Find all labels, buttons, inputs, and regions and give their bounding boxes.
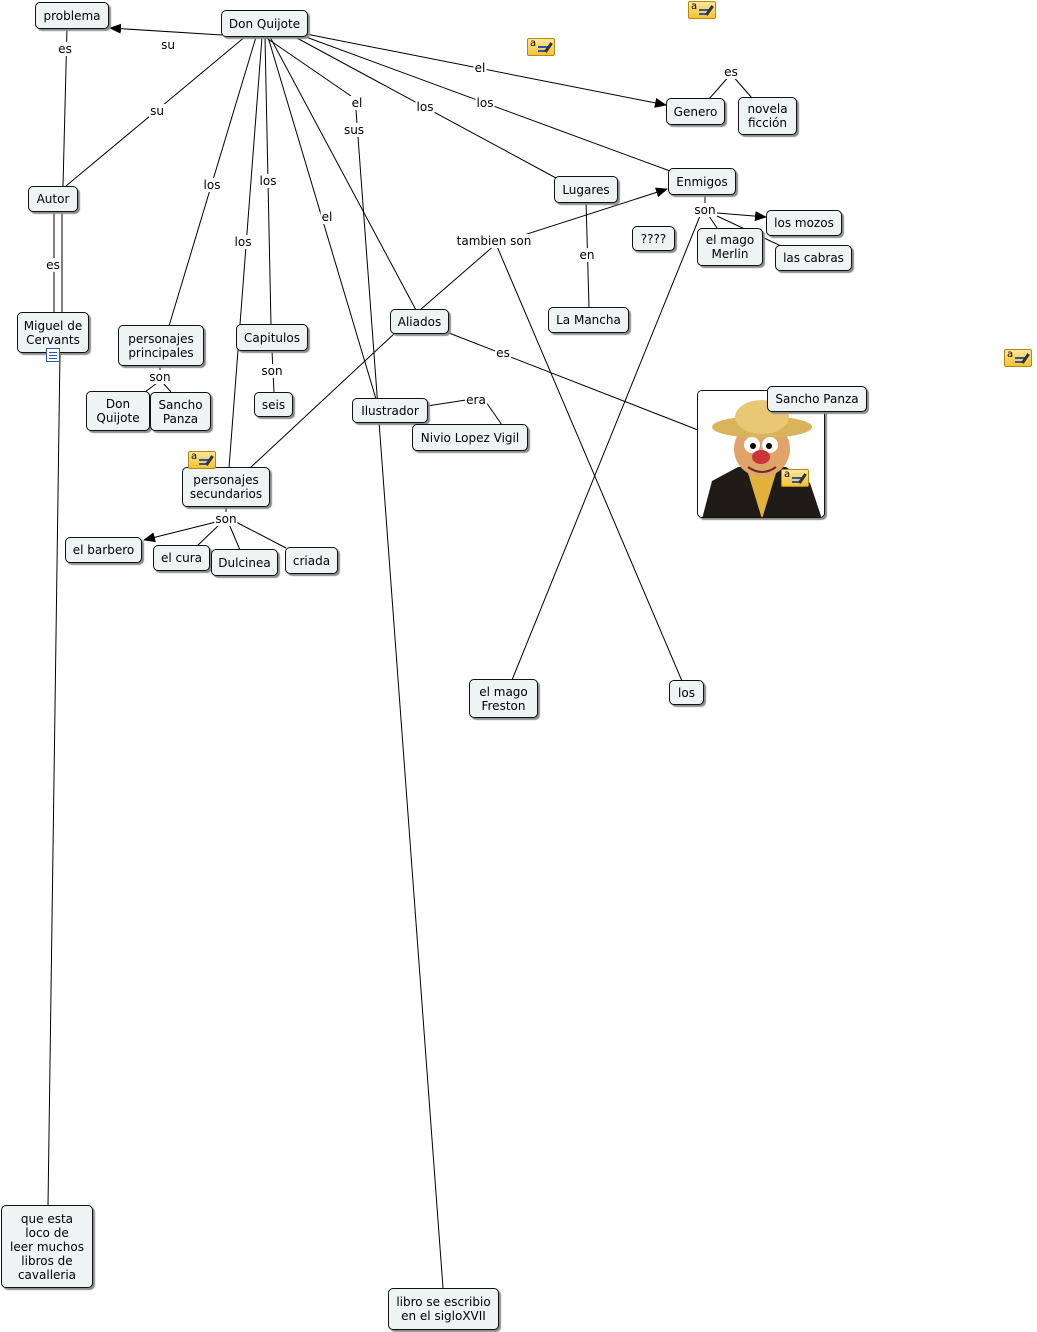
link-label-es-problema: es (57, 42, 73, 56)
annotation-note-icon[interactable]: a (527, 38, 555, 56)
link-label-su-autor: su (149, 104, 165, 118)
link-label-el-genero: el (473, 61, 487, 75)
link-label-son-enmigos: son (693, 203, 717, 217)
node-don-quijote[interactable]: Don Quijote (221, 10, 308, 37)
node-personajes-secundarios[interactable]: personajes secundarios (182, 467, 270, 507)
node-el-mago-merlin[interactable]: el mago Merlin (697, 228, 763, 266)
link-label-era: era (465, 393, 487, 407)
node-novela-ficcion[interactable]: novela ficción (738, 97, 797, 135)
link-label-los-secundarios: los (233, 235, 253, 249)
link-label-los-principales: los (202, 178, 222, 192)
annotation-note-icon[interactable]: a (188, 451, 216, 469)
node-problema[interactable]: problema (35, 2, 109, 29)
node-personajes-principales[interactable]: personajes principales (118, 325, 204, 366)
link-label-en: en (578, 248, 596, 262)
link-label-los-capitulos: los (258, 174, 278, 188)
link-label-el-ilustrador: el (320, 210, 334, 224)
annotation-note-icon[interactable]: a (1004, 349, 1032, 367)
node-el-cura[interactable]: el cura (153, 545, 210, 571)
node-criada[interactable]: criada (285, 547, 338, 574)
node-aliados[interactable]: Aliados (390, 309, 449, 334)
node-seis[interactable]: seis (254, 392, 293, 417)
link-label-los-enmigos: los (475, 96, 495, 110)
node-la-mancha[interactable]: La Mancha (548, 307, 629, 333)
link-label-es-genero: es (723, 65, 739, 79)
link-label-son-secundarios: son (214, 512, 238, 526)
node-las-cabras[interactable]: las cabras (775, 245, 852, 271)
node-el-mago-freston[interactable]: el mago Freston (469, 679, 538, 718)
link-label-es-autor: es (45, 258, 61, 272)
node-los[interactable]: los (669, 680, 704, 705)
node-sancho-panza[interactable]: Sancho Panza (767, 386, 867, 412)
link-label-su-problema: su (160, 38, 176, 52)
node-dulcinea[interactable]: Dulcinea (211, 549, 278, 576)
node-autor[interactable]: Autor (28, 186, 78, 212)
annotation-note-icon[interactable]: a (781, 469, 809, 487)
link-label-es-aliados: es (495, 346, 511, 360)
node-genero[interactable]: Genero (666, 98, 725, 125)
sancho-panza-portrait (698, 391, 824, 517)
node-enmigos[interactable]: Enmigos (668, 168, 736, 195)
annotation-note-icon[interactable]: a (688, 1, 716, 19)
link-label-tambien-son: tambien son (455, 234, 533, 248)
link-label-el: el (350, 96, 364, 110)
node-libro-siglo-xvii[interactable]: libro se escribio en el sigloXVII (388, 1288, 499, 1330)
node-miguel-de-cervants[interactable]: Miguel de Cervants (17, 312, 89, 353)
node-que-esta-loco[interactable]: que esta loco de leer muchos libros de c… (1, 1205, 93, 1288)
link-label-son-capitulos: son (260, 364, 284, 378)
attached-document-icon[interactable] (46, 348, 60, 362)
node-ilustrador[interactable]: Ilustrador (352, 398, 428, 423)
sancho-panza-image-node[interactable] (697, 390, 825, 518)
node-capitulos[interactable]: Capitulos (236, 324, 308, 351)
node-nivio-lopez-vigil[interactable]: Nivio Lopez Vigil (412, 424, 528, 451)
node-don-quijote-personaje[interactable]: Don Quijote (86, 391, 150, 431)
node-sancho-panza-personaje[interactable]: Sancho Panza (150, 392, 211, 431)
node-question-marks[interactable]: ???? (632, 226, 675, 251)
node-lugares[interactable]: Lugares (554, 176, 618, 203)
link-label-son-principales: son (148, 370, 172, 384)
node-los-mozos[interactable]: los mozos (766, 210, 842, 236)
node-el-barbero[interactable]: el barbero (65, 537, 142, 563)
link-label-sus: sus (342, 123, 366, 137)
link-label-los-lugares: los (415, 100, 435, 114)
